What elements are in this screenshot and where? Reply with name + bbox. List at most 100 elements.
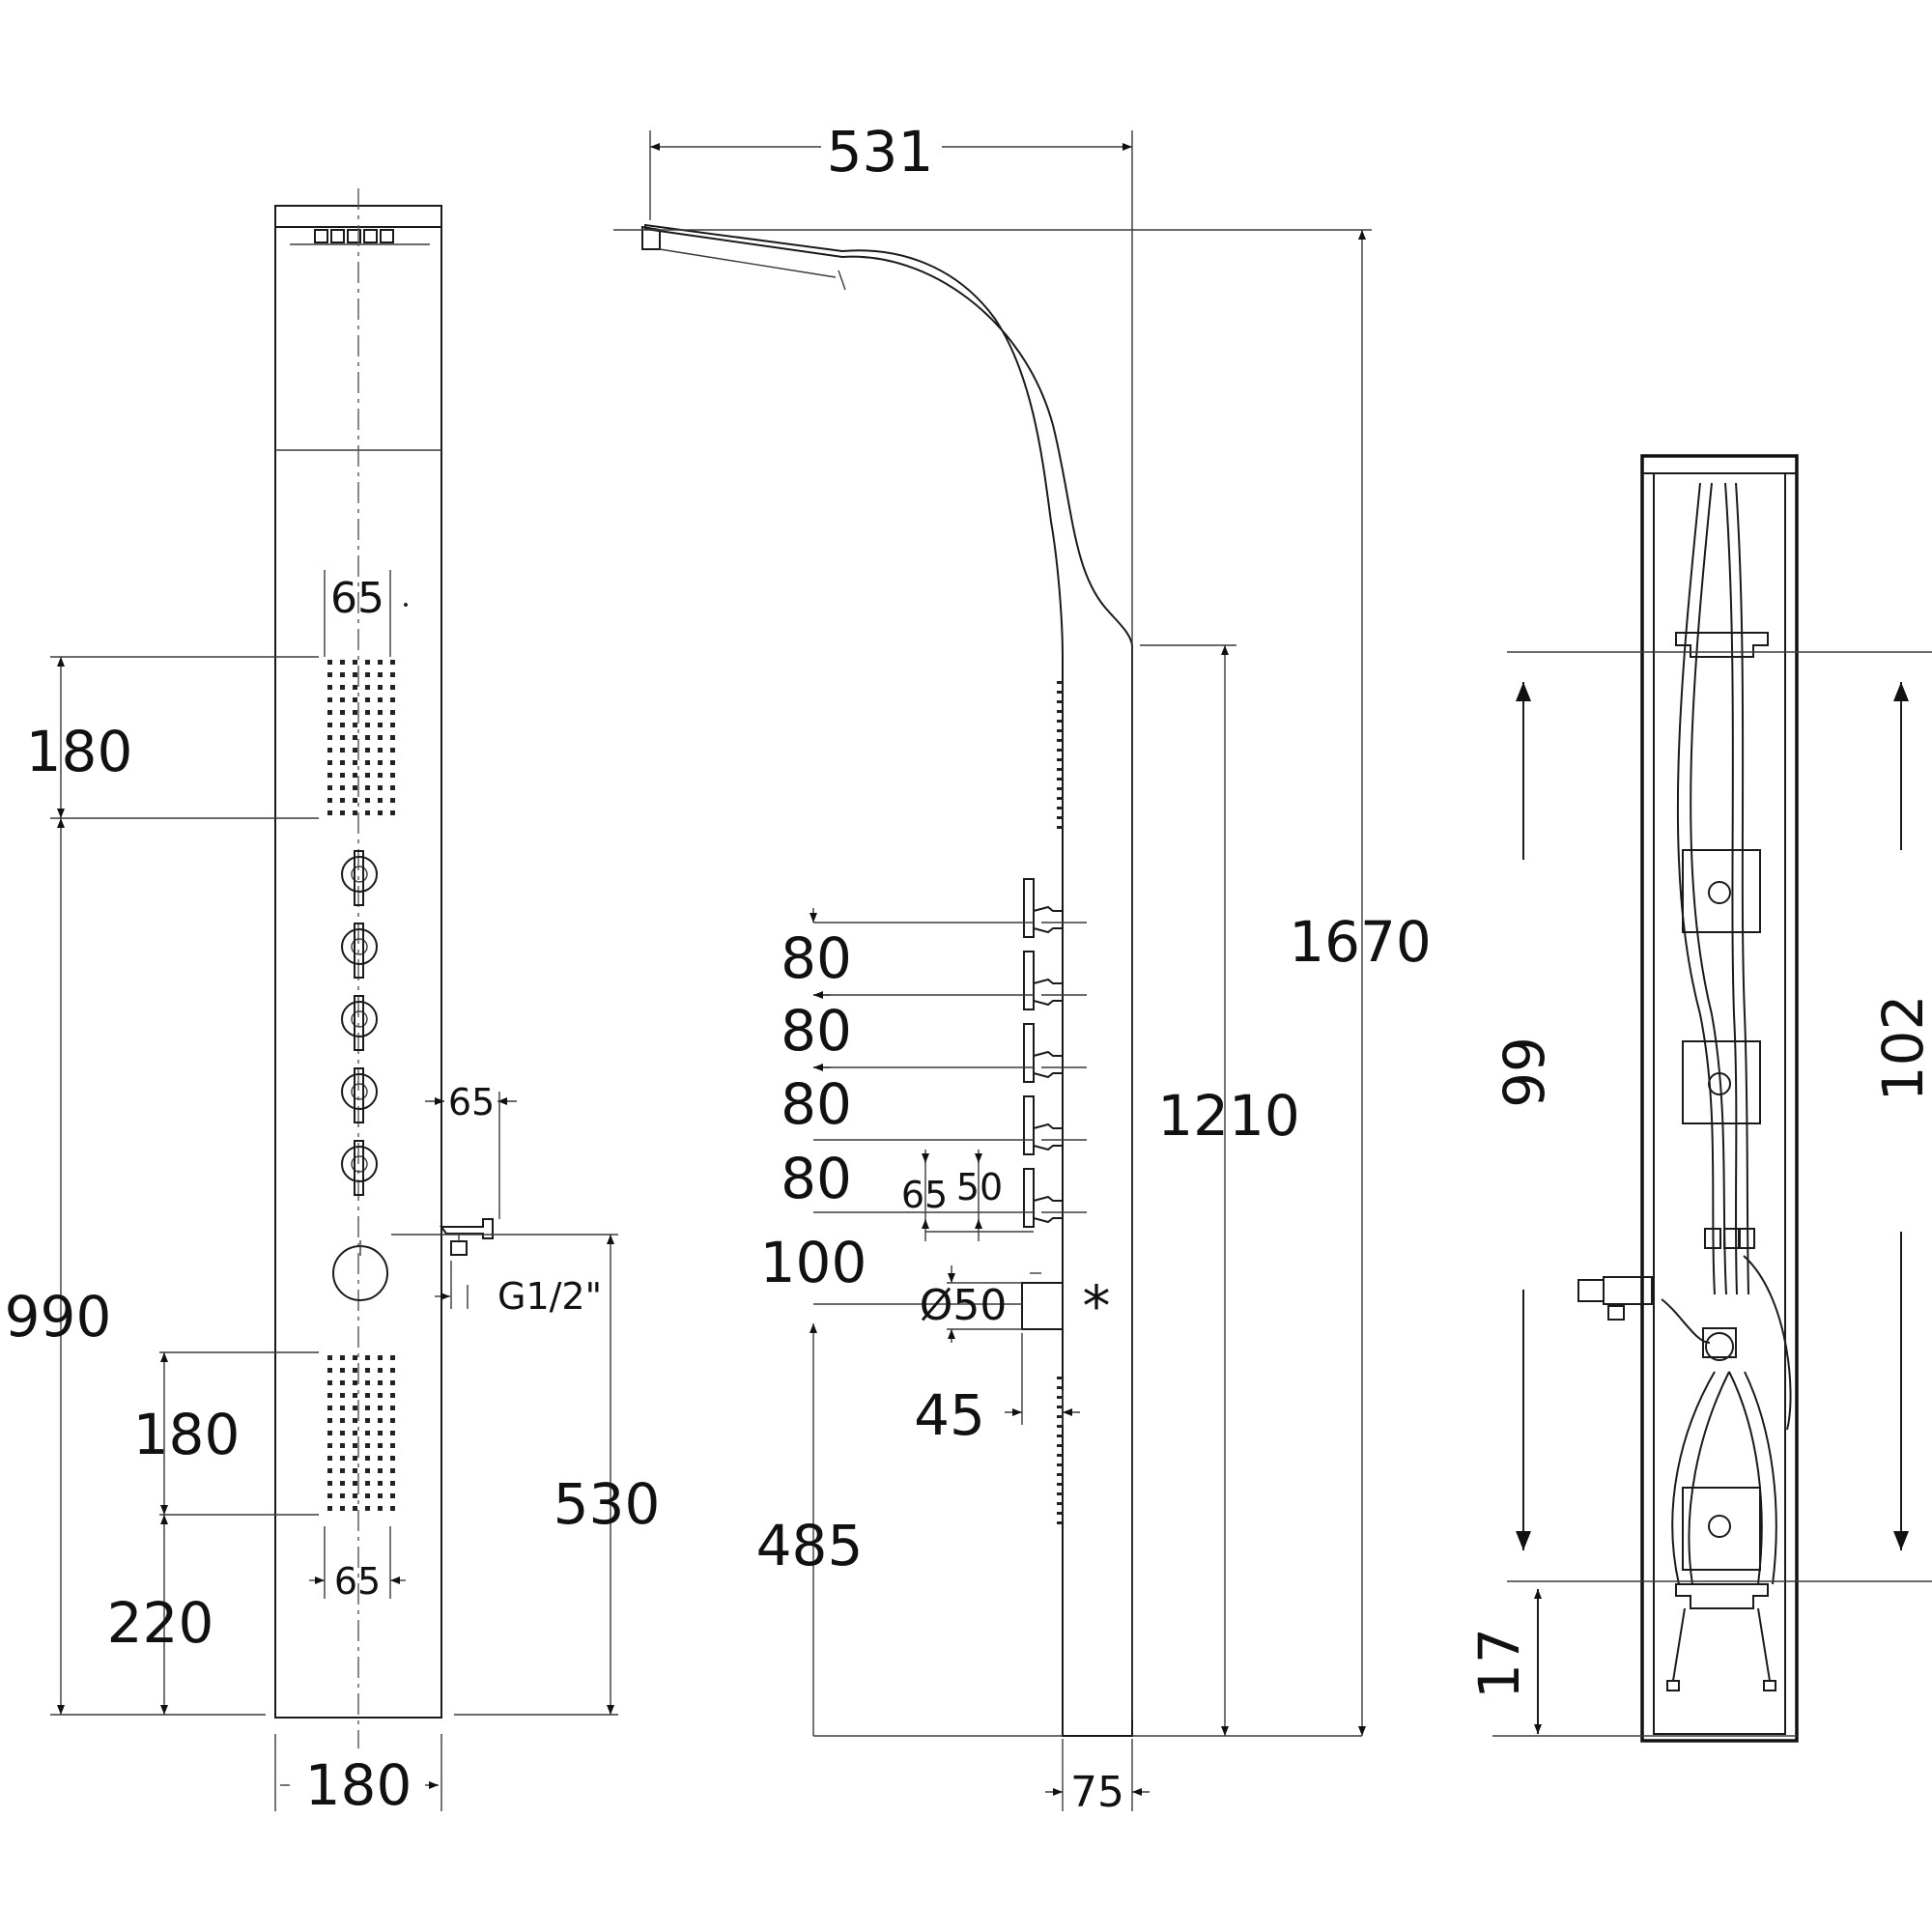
spray-nozzle	[365, 785, 370, 790]
side-nozzle	[1057, 826, 1063, 829]
spray-nozzle	[340, 798, 345, 803]
spray-nozzle	[378, 748, 383, 753]
spray-nozzle	[340, 773, 345, 778]
spray-nozzle	[365, 1406, 370, 1410]
side-valve-handle	[1023, 1023, 1087, 1083]
spray-nozzle	[390, 748, 395, 753]
spray-nozzle	[390, 1456, 395, 1461]
side-nozzle	[1057, 1386, 1063, 1389]
rear-outlet-fitting	[1577, 1276, 1653, 1321]
side-nozzle	[1057, 1483, 1063, 1486]
spray-nozzle	[327, 1418, 332, 1423]
dim-lower-spray-to-floor: 220	[107, 1515, 213, 1715]
spray-nozzle	[327, 1406, 332, 1410]
side-valve-handle	[1023, 878, 1087, 938]
rear-frame-outer	[1640, 454, 1799, 1743]
side-nozzle	[1057, 739, 1063, 742]
lower-body-spray-grid	[327, 1355, 395, 1511]
spray-nozzle	[340, 1431, 345, 1435]
spray-nozzle	[378, 1406, 383, 1410]
dim-knob-depth-label: 45	[914, 1382, 985, 1448]
spray-nozzle	[327, 723, 332, 727]
spray-nozzle	[353, 1393, 357, 1398]
side-nozzle	[1057, 1521, 1063, 1524]
spray-nozzle	[390, 685, 395, 690]
spray-nozzle	[340, 810, 345, 815]
dim-lever: 65 50	[901, 1150, 1034, 1241]
dim-top-spray-width: 65	[324, 570, 408, 657]
spray-nozzle	[353, 1443, 357, 1448]
spray-nozzle	[378, 1418, 383, 1423]
valve-lever	[341, 850, 378, 906]
side-profile-outline	[644, 223, 1133, 1737]
dim-panel-width-label: 180	[305, 1752, 412, 1818]
rear-view: 99 102 17	[1466, 454, 1932, 1743]
spray-nozzle	[327, 773, 332, 778]
spray-nozzle	[365, 748, 370, 753]
side-nozzle	[1057, 816, 1063, 819]
dim-panel-width: 180	[274, 1734, 442, 1818]
spray-nozzle	[353, 1406, 357, 1410]
spray-nozzle	[365, 1456, 370, 1461]
spray-nozzle	[327, 1355, 332, 1360]
spray-nozzle	[353, 1418, 357, 1423]
side-nozzle	[1057, 681, 1063, 684]
dim-spray-to-floor-label: 990	[5, 1284, 112, 1350]
spray-nozzle	[378, 660, 383, 665]
side-view: * 531 1670 1210	[613, 119, 1432, 1817]
spray-nozzle	[353, 1431, 357, 1435]
dim-lower-spray-width: 65	[309, 1526, 406, 1603]
spray-nozzle	[340, 723, 345, 727]
side-nozzle	[1057, 758, 1063, 761]
spray-nozzle	[327, 1493, 332, 1498]
side-valve-handles	[1023, 878, 1087, 1228]
spray-nozzle	[340, 1443, 345, 1448]
spray-nozzle	[365, 735, 370, 740]
dim-arm-reach-label: 531	[827, 119, 934, 185]
dim-valve-spacing-1: 80	[781, 925, 852, 991]
side-nozzle	[1057, 1492, 1063, 1495]
spray-nozzle	[353, 723, 357, 727]
spray-nozzle	[327, 672, 332, 677]
spray-nozzle	[327, 1380, 332, 1385]
dim-knob-spacing-label: 100	[760, 1230, 867, 1295]
side-nozzle	[1057, 797, 1063, 800]
spray-nozzle	[340, 660, 345, 665]
side-nozzle	[1057, 700, 1063, 703]
side-jet-nozzles	[1057, 681, 1063, 1524]
side-note-mark: *	[1083, 1273, 1111, 1339]
dim-lower-spray-width-label: 65	[334, 1560, 381, 1603]
dim-valve-spacing-3: 80	[781, 1071, 852, 1137]
spray-nozzle	[378, 1456, 383, 1461]
spray-nozzle	[353, 760, 357, 765]
spray-nozzle	[378, 773, 383, 778]
spray-nozzle	[327, 760, 332, 765]
dim-knob-to-floor: 485	[756, 1323, 1063, 1737]
side-nozzle	[1057, 1444, 1063, 1447]
spray-nozzle	[390, 710, 395, 715]
spray-nozzle	[340, 1506, 345, 1511]
dim-knob-diameter: Ø50	[920, 1265, 1022, 1343]
valve-lever	[341, 1067, 378, 1123]
spray-nozzle	[390, 1418, 395, 1423]
spray-nozzle	[340, 1418, 345, 1423]
hand-shower-outlet	[440, 1218, 494, 1256]
dim-rear-right: 102	[1870, 682, 1932, 1550]
spray-nozzle	[340, 735, 345, 740]
dim-rear-right-label: 102	[1870, 995, 1932, 1102]
spray-nozzle	[365, 685, 370, 690]
spray-nozzle	[365, 1468, 370, 1473]
spray-nozzle	[378, 760, 383, 765]
spray-nozzle	[390, 785, 395, 790]
spray-nozzle	[378, 1493, 383, 1498]
spray-nozzle	[327, 1506, 332, 1511]
spray-nozzle	[327, 1368, 332, 1373]
spray-nozzle	[353, 798, 357, 803]
spray-nozzle	[340, 785, 345, 790]
valve-lever	[341, 923, 378, 979]
dim-lower-spray-height-label: 180	[133, 1402, 241, 1467]
spray-nozzle	[390, 672, 395, 677]
spray-nozzle	[340, 1493, 345, 1498]
spray-nozzle	[353, 785, 357, 790]
